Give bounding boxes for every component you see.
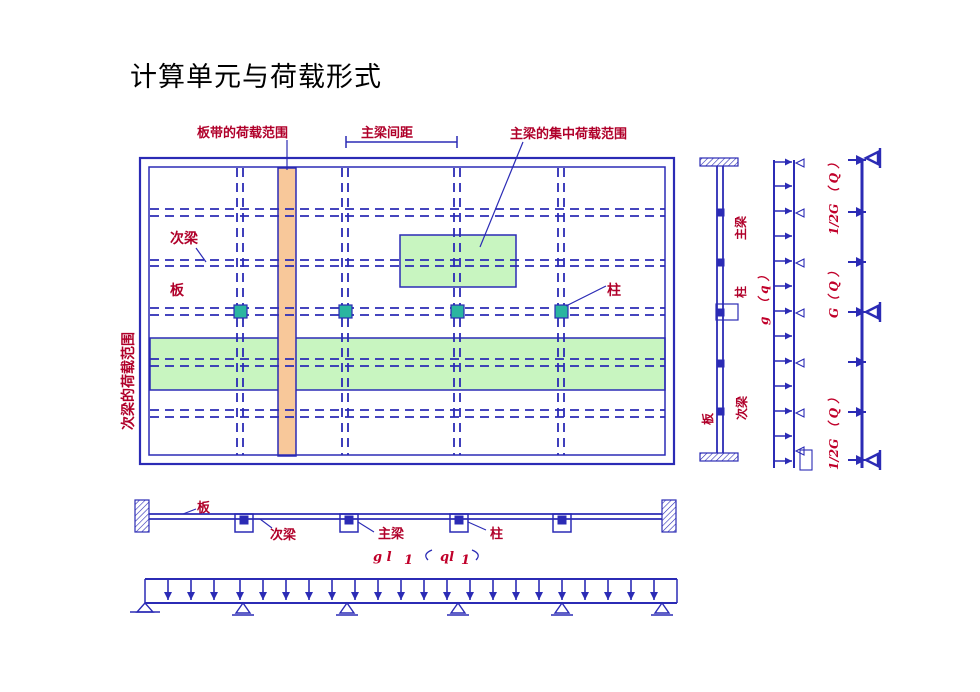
bottom-label-main-beam: 主梁: [378, 526, 405, 542]
bottom-section: [130, 499, 678, 616]
column-4: [554, 304, 569, 319]
right-label-slab: 板: [700, 412, 715, 425]
bottom-load-text-3: ql: [440, 550, 454, 565]
bottom-label-secondary-beam: 次梁: [270, 527, 297, 543]
right-label-secondary-beam: 次梁: [734, 396, 749, 420]
bottom-load-text-2: 1: [404, 553, 413, 568]
column-3: [450, 304, 465, 319]
right-section: [699, 148, 882, 471]
leader-lines: [195, 140, 607, 307]
bottom-label-column: 柱: [490, 526, 503, 542]
right-load-g-center: G（ Q ）: [827, 265, 841, 318]
right-label-column: 柱: [733, 286, 748, 298]
right-load-half-g-top: 1/2G （ Q ）: [827, 157, 841, 235]
plan-view: 板带的荷载范围 主梁间距 主梁的集中荷载范围 次梁 板 柱 次梁的荷载范围: [120, 125, 676, 466]
spacing-dimension: [345, 136, 458, 148]
label-secondary-range: 次梁的荷载范围: [120, 332, 137, 430]
plan-inner-frame: [148, 166, 666, 456]
bottom-load-text-4: 1: [461, 553, 470, 568]
right-load-g: g: [757, 317, 771, 325]
main-beam-concentrated-range: [399, 234, 517, 288]
page-title: 计算单元与荷载形式: [130, 62, 382, 93]
label-strip-range: 板带的荷载范围: [197, 125, 288, 141]
bottom-label-slab: 板: [197, 500, 211, 516]
right-label-main-beam: 主梁: [733, 216, 748, 240]
label-column: 柱: [607, 282, 621, 299]
slab-strip-load-range: [277, 167, 297, 457]
secondary-beam-load-range: [149, 337, 666, 391]
right-load-half-g-bottom: 1/2G （ Q ）: [827, 392, 841, 470]
label-secondary-beam: 次梁: [170, 230, 199, 247]
column-2: [338, 304, 353, 319]
label-main-beam-spacing: 主梁间距: [361, 125, 413, 141]
column-1: [233, 304, 248, 319]
columns: [233, 304, 569, 319]
bottom-load-text-1: g l: [373, 550, 392, 565]
secondary-beam-lines: [150, 208, 665, 418]
plan-outer-frame: [138, 156, 676, 466]
right-load-q: （ q ）: [757, 269, 771, 310]
label-slab: 板: [170, 282, 185, 299]
label-concentrated-range: 主梁的集中荷载范围: [510, 126, 627, 142]
